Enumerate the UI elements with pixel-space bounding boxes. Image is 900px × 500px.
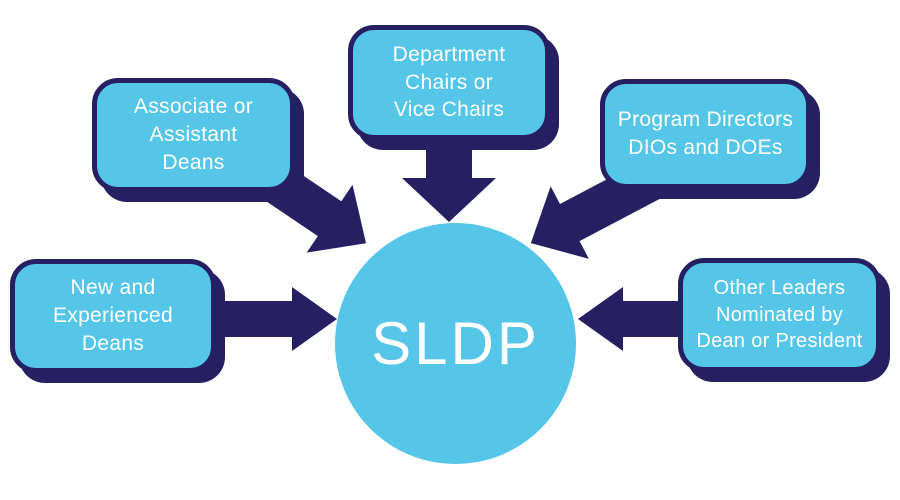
node-other-leaders: Other Leaders Nominated by Dean or Presi… — [678, 258, 881, 372]
arrow-right-left-icon — [578, 287, 688, 351]
node-new-experienced-deans-label: New and Experienced Deans — [52, 276, 174, 355]
node-new-experienced-deans: New and Experienced Deans — [10, 259, 216, 373]
arrow-top-down-icon — [402, 135, 496, 222]
node-program-directors: Program Directors DIOs and DOEs — [600, 79, 811, 189]
node-program-directors-label: Program Directors DIOs and DOEs — [617, 108, 794, 159]
node-associate-assistant-deans: Associate or Assistant Deans — [92, 78, 295, 192]
node-associate-assistant-deans-label: Associate or Assistant Deans — [133, 95, 254, 174]
node-department-chairs-label: Department Chairs or Vice Chairs — [392, 42, 506, 122]
arrow-left-right-icon — [205, 287, 337, 351]
sldp-center-circle: SLDP — [335, 223, 576, 464]
sldp-center-label: SLDP — [371, 310, 540, 377]
node-other-leaders-label: Other Leaders Nominated by Dean or Presi… — [696, 277, 863, 353]
node-department-chairs: Department Chairs or Vice Chairs — [348, 25, 550, 140]
